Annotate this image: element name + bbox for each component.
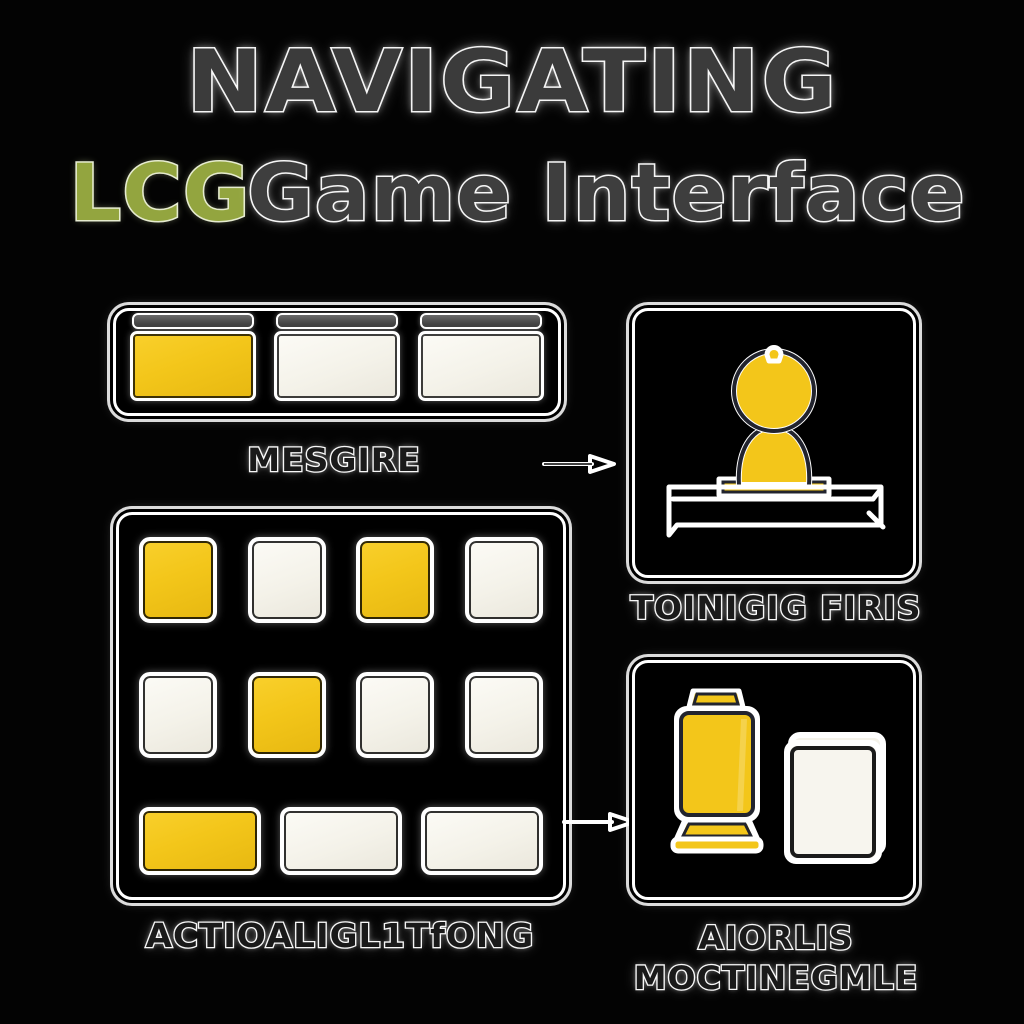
card-body — [418, 331, 544, 401]
action-grid-caption: ACTIOALIGL1TfONG — [144, 915, 535, 957]
yellow-pedestal-piece — [670, 688, 764, 854]
card-hand-panel[interactable] — [113, 308, 561, 416]
pieces-caption-line-1: AIORLIS — [697, 918, 854, 959]
hand-card-2[interactable] — [274, 313, 400, 405]
grid-bar-tile[interactable] — [280, 807, 402, 875]
grid-tile[interactable] — [356, 537, 435, 623]
grid-tile[interactable] — [247, 672, 326, 758]
token-board-panel[interactable] — [632, 308, 916, 578]
grid-tile[interactable] — [139, 537, 217, 623]
action-grid-panel[interactable] — [116, 512, 566, 900]
grid-row-wide — [139, 807, 543, 875]
white-card-piece — [784, 732, 886, 864]
pieces-caption-line-2: MOCTINEGMLE — [632, 958, 919, 999]
card-tab-icon — [276, 313, 398, 329]
card-hand-caption: MESGIRE — [246, 440, 421, 481]
subtitle-accent-text: LCG — [68, 148, 251, 241]
pieces-caption: AIORLIS MOCTINEGMLE — [615, 918, 936, 999]
card-body — [130, 331, 256, 401]
grid-row — [139, 672, 543, 758]
subtitle-rest-text: Game Interface — [245, 148, 966, 241]
grid-bar-tile[interactable] — [139, 807, 261, 875]
grid-tile[interactable] — [464, 672, 543, 758]
hand-card-3[interactable] — [418, 313, 544, 405]
title-main-text: NAVIGATING — [184, 32, 838, 132]
grid-row — [139, 537, 543, 623]
card-body — [274, 331, 400, 401]
flow-arrow-hand-to-token-icon — [540, 440, 622, 488]
grid-bar-tile[interactable] — [421, 807, 543, 875]
page-title: NAVIGATING — [0, 32, 1024, 132]
card-tab-icon — [420, 313, 542, 329]
page-subtitle: LCGGame Interface — [0, 148, 1024, 241]
grid-tile[interactable] — [464, 537, 543, 623]
pieces-panel[interactable] — [632, 660, 916, 900]
hand-card-1[interactable] — [130, 313, 256, 405]
yellow-pawn-token-icon[interactable] — [679, 339, 869, 524]
grid-tile[interactable] — [356, 672, 435, 758]
white-board-bar-icon — [659, 479, 895, 541]
token-board-caption: TOINIGIG FIRIS — [629, 588, 922, 629]
flow-arrow-grid-to-pieces-icon — [560, 798, 642, 846]
card-tab-icon — [132, 313, 254, 329]
grid-tile[interactable] — [139, 672, 217, 758]
grid-tile[interactable] — [247, 537, 326, 623]
